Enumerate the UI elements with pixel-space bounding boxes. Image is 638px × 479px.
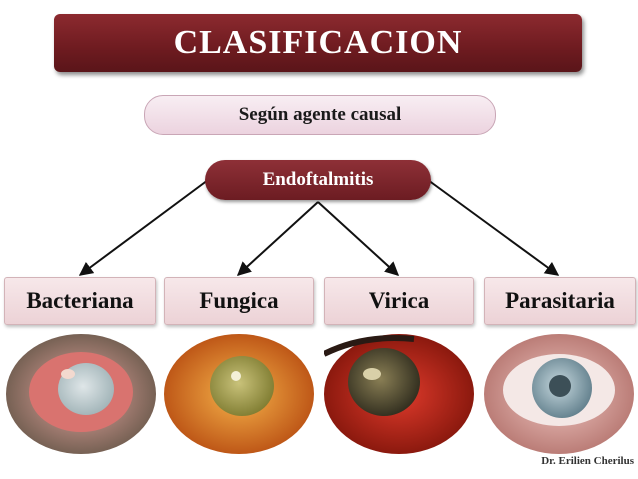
category-box-virica: Virica — [324, 277, 474, 325]
category-label: Bacteriana — [26, 288, 134, 313]
title-banner: CLASIFICACION — [54, 14, 582, 72]
author-credit: Dr. Erilien Cherilus — [541, 455, 634, 467]
category-label: Parasitaria — [505, 288, 615, 313]
category-box-bacteriana: Bacteriana — [4, 277, 156, 325]
eye-fungal-photo — [164, 334, 314, 454]
arrow-to-virica — [317, 201, 400, 276]
eye-viral-photo — [324, 334, 474, 454]
arrow-to-bacteriana — [78, 179, 209, 276]
category-box-fungica: Fungica — [164, 277, 314, 325]
subtitle-pill: Según agente causal — [144, 95, 496, 135]
root-node-label: Endoftalmitis — [262, 169, 374, 190]
page-title: CLASIFICACION — [173, 24, 463, 61]
subtitle-text: Según agente causal — [238, 104, 402, 125]
eye-bacterial-photo — [6, 334, 156, 454]
category-box-parasitaria: Parasitaria — [484, 277, 636, 325]
category-label: Fungica — [199, 288, 279, 313]
arrow-to-fungica — [236, 201, 319, 276]
root-node: Endoftalmitis — [205, 160, 431, 200]
eye-parasitic-photo — [484, 334, 634, 454]
arrow-to-parasitaria — [427, 179, 560, 276]
category-label: Virica — [368, 288, 430, 313]
